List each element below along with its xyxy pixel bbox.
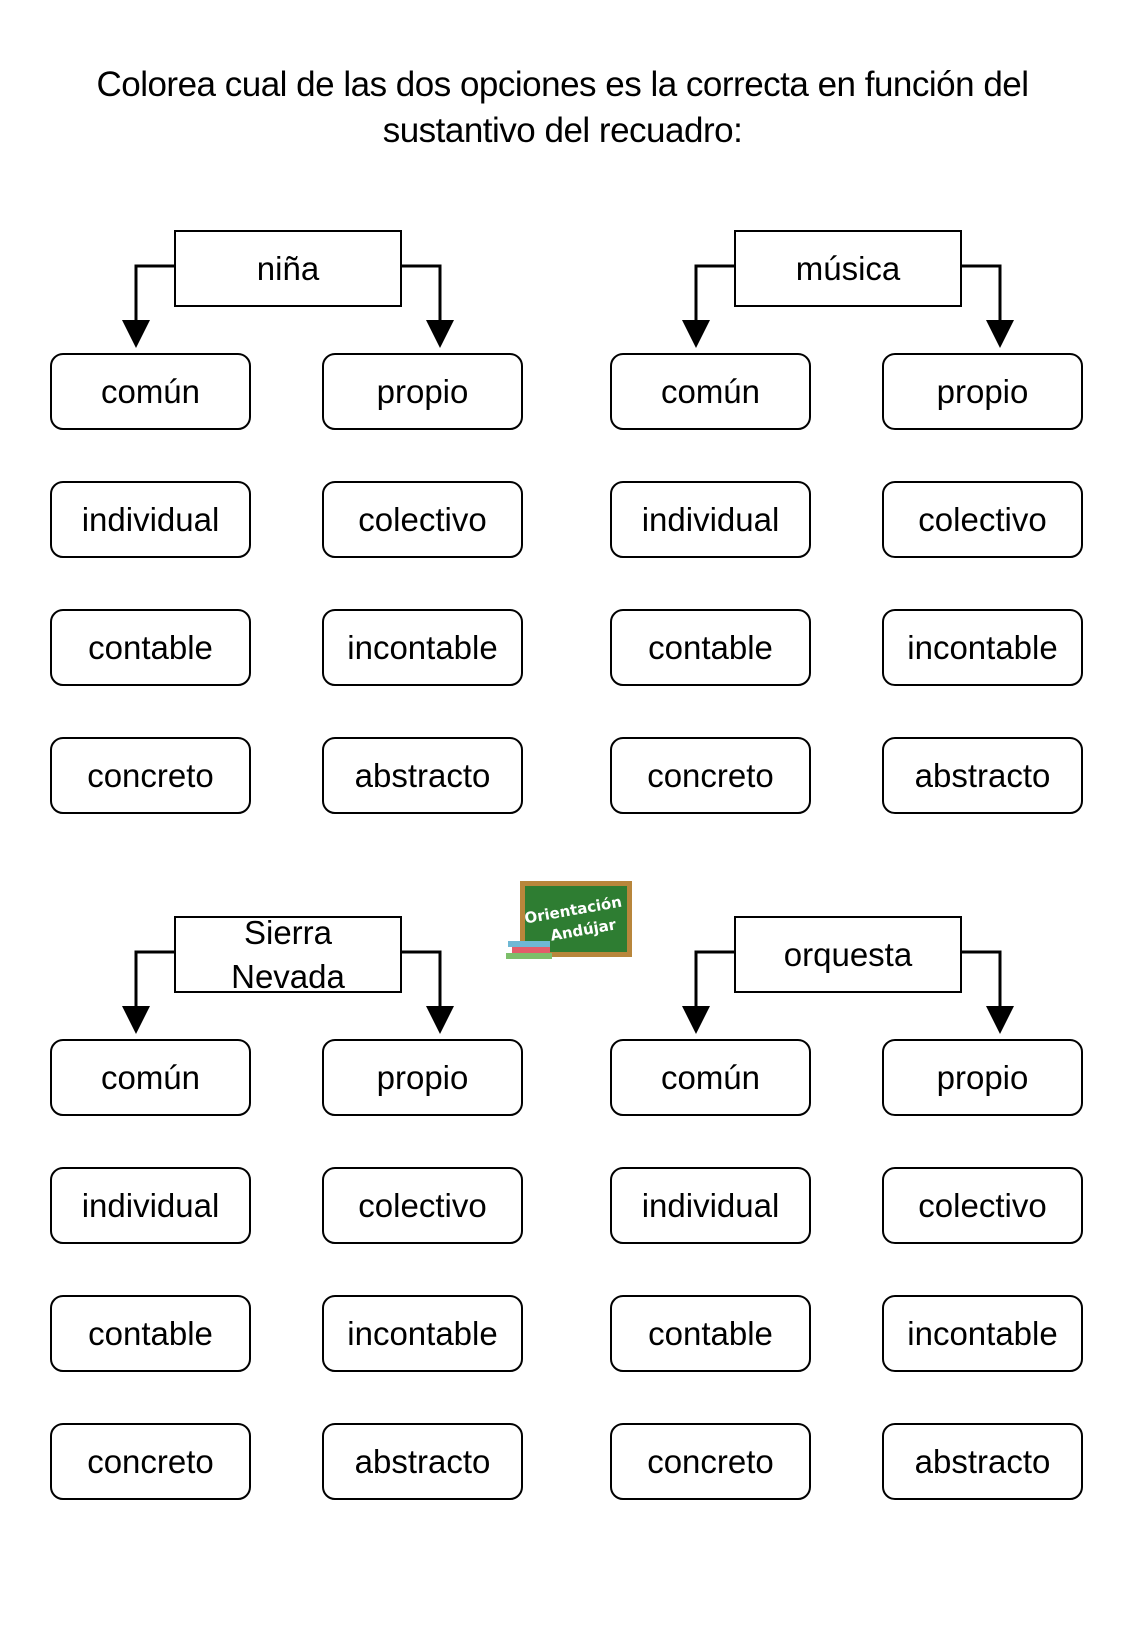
option-propio[interactable]: propio (322, 353, 523, 430)
option-individual[interactable]: individual (50, 1167, 251, 1244)
option-contable[interactable]: contable (50, 609, 251, 686)
option-abstracto[interactable]: abstracto (882, 1423, 1083, 1500)
option-concreto[interactable]: concreto (610, 737, 811, 814)
orientacion-andujar-logo: Orientación Andújar (504, 877, 634, 961)
option-incontable[interactable]: incontable (882, 609, 1083, 686)
arrow-left-icon (682, 320, 710, 348)
option-comun[interactable]: común (50, 1039, 251, 1116)
option-individual[interactable]: individual (610, 481, 811, 558)
option-concreto[interactable]: concreto (50, 1423, 251, 1500)
option-colectivo[interactable]: colectivo (882, 481, 1083, 558)
option-propio[interactable]: propio (882, 353, 1083, 430)
title-line-2: sustantivo del recuadro: (382, 111, 743, 150)
arrow-left-icon (682, 1006, 710, 1034)
noun-box: música (734, 230, 962, 307)
arrow-left-icon (122, 1006, 150, 1034)
option-comun[interactable]: común (50, 353, 251, 430)
option-abstracto[interactable]: abstracto (322, 1423, 523, 1500)
branch-arrows (122, 264, 454, 348)
noun-group-3: Sierra Nevada común propio individual co… (50, 914, 570, 1506)
noun-line: orquesta (783, 935, 913, 973)
noun-line-1: Sierra (243, 913, 333, 951)
option-colectivo[interactable]: colectivo (322, 481, 523, 558)
option-concreto[interactable]: concreto (610, 1423, 811, 1500)
option-comun[interactable]: común (610, 353, 811, 430)
noun-line-2: Nevada (231, 957, 345, 995)
option-abstracto[interactable]: abstracto (882, 737, 1083, 814)
branch-arrows (122, 950, 454, 1034)
noun-group-4: orquesta común propio individual colecti… (610, 916, 1125, 1506)
branch-arrows (682, 950, 1014, 1034)
noun-group-1: niña común propio individual colectivo c… (50, 230, 570, 820)
branch-arrows (682, 264, 1014, 348)
noun-line: niña (256, 249, 320, 287)
option-incontable[interactable]: incontable (882, 1295, 1083, 1372)
option-abstracto[interactable]: abstracto (322, 737, 523, 814)
arrow-right-icon (426, 1006, 454, 1034)
option-colectivo[interactable]: colectivo (322, 1167, 523, 1244)
arrow-right-icon (986, 1006, 1014, 1034)
option-colectivo[interactable]: colectivo (882, 1167, 1083, 1244)
noun-box: niña (174, 230, 402, 307)
option-comun[interactable]: común (610, 1039, 811, 1116)
option-concreto[interactable]: concreto (50, 737, 251, 814)
option-individual[interactable]: individual (50, 481, 251, 558)
worksheet-title: Colorea cual de las dos opciones es la c… (0, 62, 1125, 154)
arrow-left-icon (122, 320, 150, 348)
noun-box: orquesta (734, 916, 962, 993)
option-propio[interactable]: propio (882, 1039, 1083, 1116)
noun-group-2: música común propio individual colectivo… (610, 230, 1125, 820)
title-line-1: Colorea cual de las dos opciones es la c… (96, 65, 1029, 104)
noun-line: música (795, 249, 901, 287)
option-contable[interactable]: contable (50, 1295, 251, 1372)
option-contable[interactable]: contable (610, 609, 811, 686)
arrow-right-icon (986, 320, 1014, 348)
option-individual[interactable]: individual (610, 1167, 811, 1244)
arrow-right-icon (426, 320, 454, 348)
option-contable[interactable]: contable (610, 1295, 811, 1372)
noun-box: Sierra Nevada (174, 914, 402, 995)
option-incontable[interactable]: incontable (322, 1295, 523, 1372)
option-propio[interactable]: propio (322, 1039, 523, 1116)
option-incontable[interactable]: incontable (322, 609, 523, 686)
